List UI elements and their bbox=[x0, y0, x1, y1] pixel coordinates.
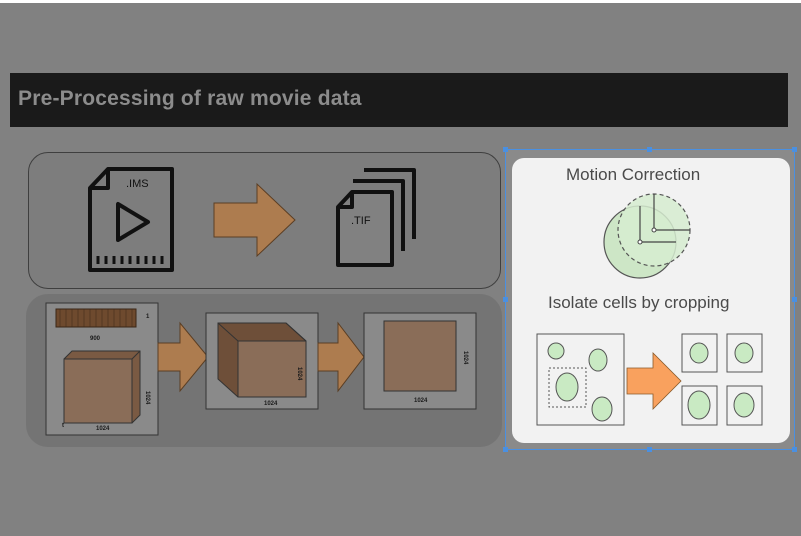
motion-correction-diagram bbox=[603, 193, 691, 279]
ims-label: .IMS bbox=[126, 178, 149, 190]
cube-side-label: 1024 bbox=[296, 367, 302, 381]
cube-width-label: 1024 bbox=[264, 401, 278, 407]
resize-handle-bottom-left[interactable] bbox=[503, 447, 508, 452]
cropped-cells-grid bbox=[681, 333, 763, 426]
resize-handle-top-right[interactable] bbox=[792, 147, 797, 152]
convert-arrow-icon bbox=[213, 182, 296, 258]
projection-width-label: 1024 bbox=[414, 398, 428, 404]
stack-arrow-2-icon bbox=[317, 321, 365, 393]
tif-label: .TIF bbox=[351, 215, 371, 227]
slide-title: Pre-Processing of raw movie data bbox=[18, 87, 362, 110]
time-axis-label: t bbox=[62, 423, 64, 429]
cube-stack-diagram: 1024 1024 bbox=[205, 312, 319, 410]
ims-file-icon: .IMS bbox=[88, 167, 174, 272]
raw-height-label: 1024 bbox=[144, 391, 150, 405]
resize-handle-top-left[interactable] bbox=[503, 147, 508, 152]
projection-diagram: 1024 1024 bbox=[363, 312, 477, 410]
cell-field-diagram bbox=[536, 333, 625, 426]
resize-handle-bottom[interactable] bbox=[647, 447, 652, 452]
resize-handle-bottom-right[interactable] bbox=[792, 447, 797, 452]
tif-stack-icon: .TIF bbox=[336, 168, 416, 267]
stack-arrow-1-icon bbox=[157, 321, 209, 393]
top-edge bbox=[0, 0, 801, 3]
motion-correction-title: Motion Correction bbox=[566, 165, 701, 184]
resize-handle-top[interactable] bbox=[647, 147, 652, 152]
raw-width-label: 1024 bbox=[96, 426, 110, 432]
frame-marker: 1 bbox=[146, 314, 150, 320]
crop-cells-title: Isolate cells by cropping bbox=[548, 293, 730, 312]
crop-arrow-icon bbox=[626, 352, 682, 410]
resize-handle-left[interactable] bbox=[503, 297, 508, 302]
frames-label: 900 bbox=[90, 336, 101, 342]
raw-stack-diagram: 1 900 1024 1024 t bbox=[45, 302, 159, 436]
title-banner[interactable]: Pre-Processing of raw movie data bbox=[10, 73, 788, 127]
projection-height-label: 1024 bbox=[462, 351, 468, 365]
resize-handle-right[interactable] bbox=[792, 297, 797, 302]
